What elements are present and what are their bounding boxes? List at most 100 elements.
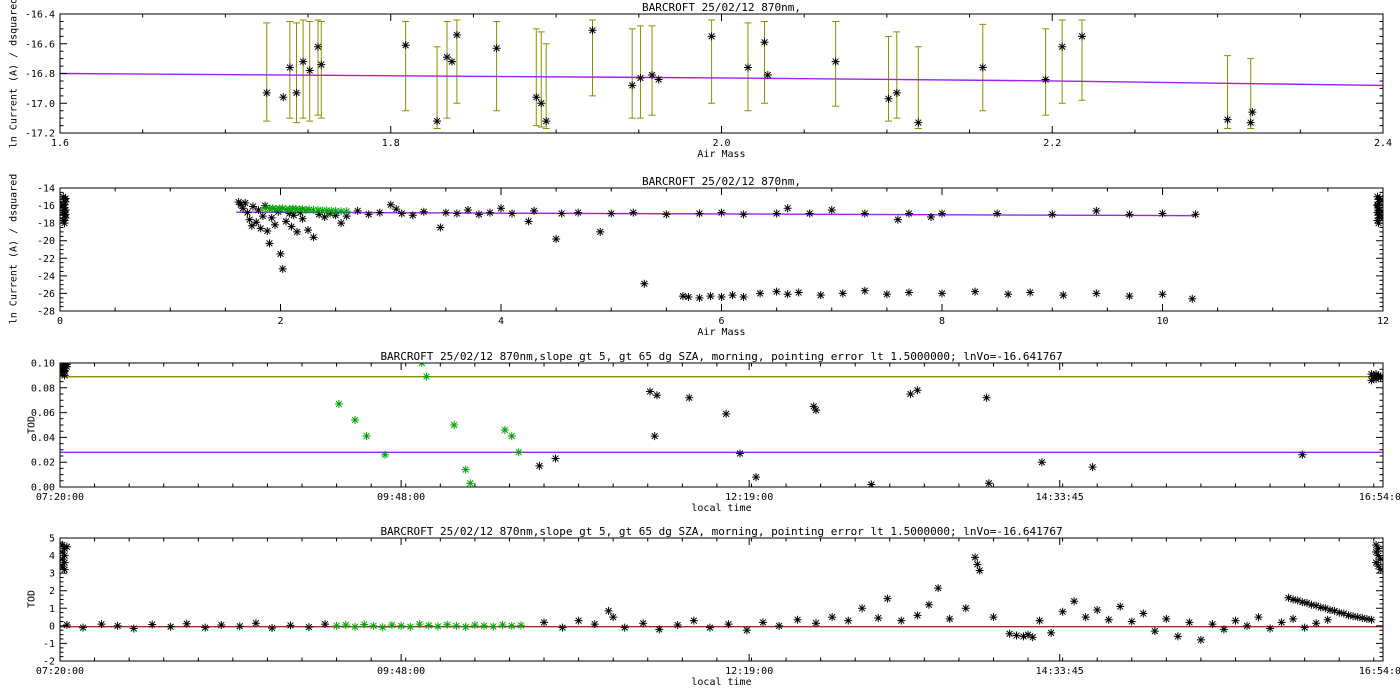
all-measurements-point — [452, 209, 461, 218]
selected-measurements-point — [261, 204, 270, 213]
all-measurements-point — [285, 209, 294, 218]
tod-residual-black-point — [913, 611, 922, 620]
all-measurements-point — [938, 209, 946, 218]
tod-residual-black-point — [1335, 608, 1344, 617]
tod-residual-black-point — [1012, 631, 1021, 640]
measurements-point — [628, 81, 637, 90]
tod-residual-black-point — [1266, 624, 1275, 633]
tod-black-point — [685, 393, 694, 402]
tod-residual-black-point — [1035, 616, 1044, 625]
all-measurements-point — [717, 292, 726, 301]
panel-1-ylabel: ln Current (A) / dsquared — [8, 0, 20, 149]
panel-3-xlabel: local time — [691, 503, 752, 514]
measurements-point — [401, 41, 410, 50]
all-measurements-point — [254, 205, 263, 214]
x-tick-label: 0 — [57, 316, 63, 327]
tod-residual-black-point — [924, 600, 933, 609]
x-tick-label: 2.0 — [712, 138, 730, 149]
y-tick-label: -16.6 — [25, 39, 55, 50]
tod-residual-green-point — [452, 621, 461, 630]
all-measurements-point — [245, 215, 254, 224]
tod-residual-black-point — [689, 616, 698, 625]
all-measurements-point — [375, 208, 384, 217]
tod-residual-black-point — [609, 613, 618, 622]
all-measurements-point — [838, 289, 847, 298]
tod-residual-green-point — [387, 620, 396, 629]
measurements-point — [648, 70, 657, 79]
tod-black-point — [722, 409, 731, 418]
all-measurements-point — [882, 290, 891, 299]
all-measurements-point — [1125, 210, 1134, 219]
all-measurements-point — [596, 227, 605, 236]
tod-black-point — [62, 362, 71, 371]
tod-green-point — [507, 432, 516, 441]
y-tick-label: 0.08 — [31, 383, 55, 394]
all-measurements-point — [289, 211, 298, 220]
tod-residual-black-point — [590, 620, 599, 629]
tod-residual-black-point — [1028, 633, 1037, 642]
selected-measurements-point — [278, 204, 287, 213]
all-measurements-point — [441, 208, 450, 217]
tod-residual-black-point — [304, 623, 313, 632]
tod-residual-black-point — [97, 620, 106, 629]
all-measurements-point — [474, 210, 483, 219]
tod-residual-green-point — [461, 622, 470, 631]
all-measurements-point — [524, 217, 533, 226]
tod-residual-black-point — [1005, 629, 1014, 638]
tod-residual-black-point — [1312, 601, 1321, 610]
tod-residual-black-point — [166, 622, 175, 631]
tod-black-point — [913, 386, 922, 395]
y-tick-label: 0.02 — [31, 458, 55, 469]
tod-residual-black-point — [793, 615, 802, 624]
y-tick-label: -18 — [37, 219, 55, 230]
all-measurements-point — [739, 210, 748, 219]
tod-residual-black-point — [1374, 562, 1383, 571]
tod-residual-black-point — [844, 616, 853, 625]
all-measurements-point — [1373, 216, 1382, 225]
tod-black-point — [650, 432, 659, 441]
measurements-point — [285, 63, 294, 72]
measurements-point — [588, 26, 597, 35]
tod-residual-green-point — [507, 621, 516, 630]
all-measurements-point — [971, 287, 980, 296]
tod-green-point — [466, 479, 475, 488]
tod-black-point — [867, 480, 876, 488]
tod-black-point — [982, 393, 991, 402]
all-measurements-point — [270, 220, 279, 229]
all-measurements-point — [1158, 290, 1167, 299]
all-measurements-point — [258, 212, 267, 221]
tod-residual-black-point — [59, 548, 67, 557]
tod-residual-black-point — [1289, 595, 1298, 604]
tod-residual-black-point — [1019, 632, 1028, 641]
all-measurements-point — [772, 287, 781, 296]
all-measurements-point — [783, 204, 792, 213]
selected-measurements-point — [298, 205, 307, 214]
tod-residual-black-point — [1047, 628, 1056, 637]
tod-green-point — [461, 465, 470, 474]
panel-3-data-layer — [59, 362, 1384, 488]
tod-residual-black-point — [217, 620, 226, 629]
tod-residual-black-point — [1231, 616, 1240, 625]
all-measurements-point — [783, 290, 792, 299]
all-measurements-point — [296, 208, 305, 217]
tod-black-point — [906, 390, 915, 398]
measurements-point — [707, 32, 716, 41]
x-tick-label: 07:20:00 — [36, 492, 84, 503]
tod-residual-black-point — [1300, 623, 1309, 632]
all-measurements-point — [239, 204, 248, 213]
all-measurements-point — [816, 291, 825, 300]
tod-residual-black-point — [1312, 619, 1321, 628]
tod-green-point — [362, 432, 371, 441]
all-measurements-point — [298, 214, 307, 223]
tod-black-point — [809, 402, 818, 411]
y-tick-label: -2 — [43, 657, 55, 668]
x-tick-label: 16:54:00 — [1359, 666, 1400, 677]
all-measurements-point — [695, 209, 704, 218]
tod-residual-black-point — [59, 541, 67, 550]
all-measurements-point — [59, 216, 68, 225]
all-measurements-point — [497, 204, 505, 213]
tod-residual-green-point — [516, 621, 525, 630]
tod-residual-black-point — [934, 584, 943, 593]
sigma-error-bars — [263, 19, 1255, 130]
